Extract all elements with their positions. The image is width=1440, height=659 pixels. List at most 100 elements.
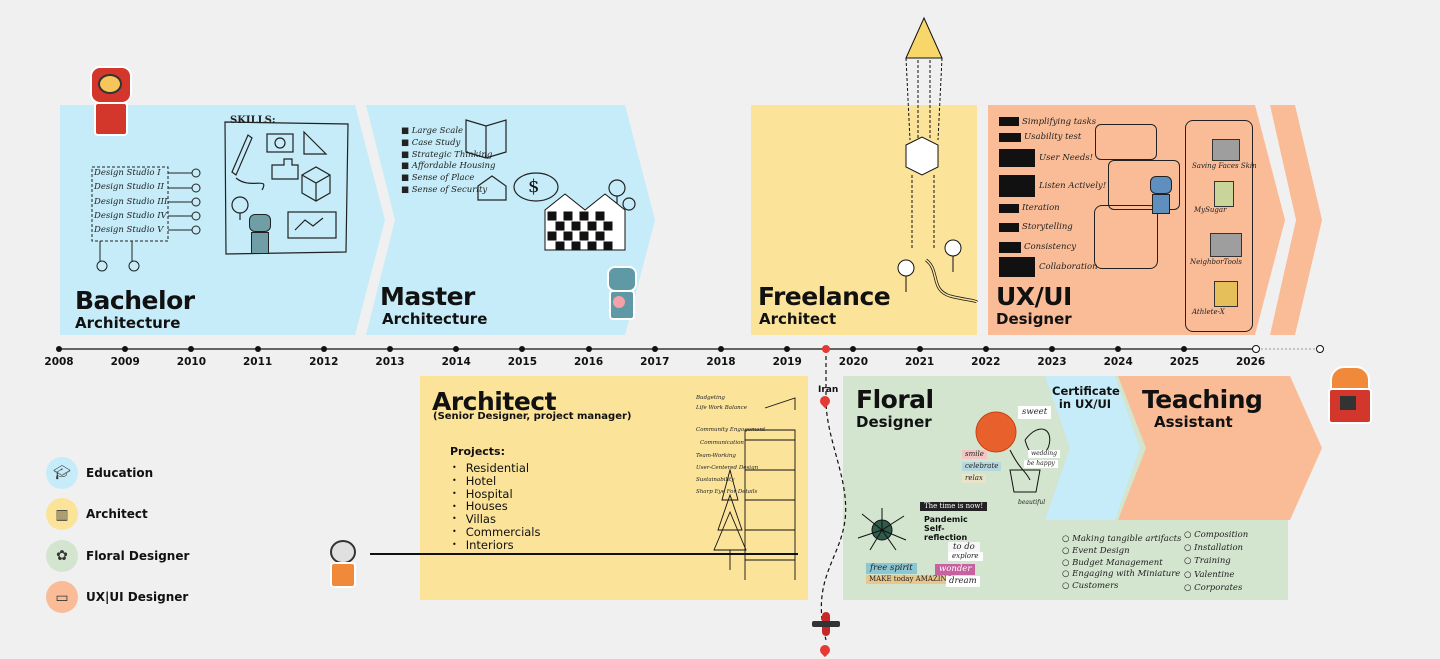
floral-tag: explore <box>948 552 983 561</box>
sketch-note: Team-Working <box>696 453 736 459</box>
timeline-dot <box>784 346 791 352</box>
master-building-sketch <box>544 193 626 251</box>
uxui-subtitle: Designer <box>996 310 1072 328</box>
floral-tag: sweet <box>1018 406 1052 419</box>
floral-list-item: ○ Customers <box>1062 581 1119 592</box>
master-card-bg <box>366 105 655 335</box>
legend-label: UX|UI Designer <box>86 590 189 605</box>
floral-list-item: ○ Composition <box>1184 530 1249 540</box>
studio-list: Design Studio I Design Studio II Design … <box>94 169 167 240</box>
certificate-card-bg <box>1045 376 1140 520</box>
timeline-year: 2025 <box>1169 356 1200 368</box>
master-topic: ■ Large Scale <box>401 126 464 136</box>
floral-tag: celebrate <box>962 462 1002 471</box>
timeline-year: 2015 <box>507 356 538 368</box>
floral-tag: beautiful <box>1018 499 1046 506</box>
project-item: Residential <box>452 462 541 475</box>
freelance-card-bg <box>751 105 977 335</box>
architect-icon: ▥ <box>46 498 78 531</box>
uxui-title: UX/UI <box>996 282 1072 311</box>
floral-list-item: ○ Event Design <box>1062 545 1130 556</box>
app-icon <box>1212 139 1240 161</box>
product-item: MySugar <box>1194 206 1227 214</box>
timeline-dot <box>718 346 724 352</box>
timeline-year: 2016 <box>573 356 604 368</box>
robot-illustration <box>1148 176 1172 214</box>
ux-sketch-box <box>1095 124 1157 160</box>
floral-list-item: ○ Installation <box>1184 543 1244 554</box>
project-item: Villas <box>452 513 541 526</box>
legend-item: 🎓︎ Education <box>46 452 189 494</box>
timeline-dot <box>1115 346 1122 352</box>
floral-right-list: ○ Composition ○ Installation ○ Training … <box>1184 531 1248 597</box>
project-item: Hospital <box>452 487 541 501</box>
ux-step: Collaboration <box>999 256 1106 278</box>
freelance-subtitle: Architect <box>759 310 837 328</box>
studio-item: Design Studio V <box>94 225 164 236</box>
bachelor-card-bg <box>60 105 385 335</box>
floral-subtitle: Designer <box>856 413 932 431</box>
project-item: Interiors <box>452 538 541 552</box>
timeline-year: 2010 <box>176 356 207 368</box>
project-item: Houses <box>452 500 541 513</box>
master-topic: ■ Strategic Thinking <box>401 149 493 160</box>
timeline-dot <box>56 346 62 352</box>
floral-tag: wonder <box>935 564 976 575</box>
timeline-dot <box>519 346 526 352</box>
graduation-cap-icon: 🎓︎ <box>46 456 78 489</box>
ux-step: Storytelling <box>999 216 1106 238</box>
timeline-dot <box>254 346 261 352</box>
flower-icon: ✿ <box>46 539 78 572</box>
timeline-dot <box>850 346 857 352</box>
floral-tag: The time is now! <box>920 502 988 511</box>
floral-tag: MAKE today AMAZING <box>866 575 956 584</box>
legend: 🎓︎ Education ▥ Architect ✿ Floral Design… <box>46 452 189 618</box>
sketch-note: Life Work Balance <box>696 405 747 411</box>
timeline-year: 2013 <box>375 356 405 368</box>
floral-tag: smile <box>962 450 987 459</box>
timeline-year: 2020 <box>838 356 869 368</box>
projects-list: Residential Hotel Hospital Houses Villas… <box>452 462 541 551</box>
timeline-dot <box>122 346 129 352</box>
master-title: Master <box>380 282 475 311</box>
timeline-year: 2012 <box>309 356 339 368</box>
timeline-dot <box>585 346 592 352</box>
uxui-chevron-small <box>1269 105 1322 335</box>
master-topic: ■ Affordable Housing <box>401 161 496 172</box>
master-topic: ■ Sense of Security <box>401 184 488 195</box>
ux-sketch-box <box>1108 160 1180 210</box>
master-topic: ■ Sense of Place <box>401 173 475 184</box>
skills-label: SKILLS: <box>230 115 276 126</box>
robot-illustration <box>84 66 134 146</box>
floral-list-item: ○ Budget Management <box>1062 557 1163 568</box>
floral-list-item: ○ Corporates <box>1184 582 1243 593</box>
studio-item: Design Studio III <box>94 196 168 207</box>
timeline-dot <box>651 346 658 352</box>
ux-sketch-box <box>1094 205 1158 269</box>
ux-steps: Simplifying tasks Usability test User Ne… <box>999 114 1106 278</box>
app-icon <box>1214 281 1238 307</box>
floral-tag: Pandemic Self-reflection <box>924 515 968 542</box>
timeline-year: 2014 <box>441 356 471 368</box>
teaching-card-bg <box>1118 376 1322 520</box>
robot-illustration <box>604 266 637 332</box>
dollar-icon: $ <box>528 176 540 197</box>
ux-products: Saving Faces Skin MySugar NeighborTools … <box>1185 120 1257 332</box>
uxui-card-bg <box>988 105 1285 335</box>
ux-step: Iteration <box>999 201 1106 216</box>
bachelor-title: Bachelor <box>75 286 195 315</box>
timeline-year: 2019 <box>772 356 802 368</box>
timeline-dot <box>1049 346 1055 352</box>
legend-item: ▥ Architect <box>46 494 189 536</box>
teaching-subtitle: Assistant <box>1154 413 1233 431</box>
timeline-year: 2008 <box>44 356 74 368</box>
robot-illustration <box>326 540 356 598</box>
computer-icon: ▭ <box>46 581 78 614</box>
product-item: Athlete-X <box>1192 308 1225 316</box>
timeline-year: 2022 <box>971 356 1001 368</box>
ux-step: Listen Actively! <box>999 171 1106 201</box>
teaching-title: Teaching <box>1142 385 1263 414</box>
floral-tag: be happy <box>1024 460 1058 468</box>
architect-building-sketch <box>713 397 796 580</box>
certificate-title: Certificate in UX/UI <box>1052 384 1120 411</box>
